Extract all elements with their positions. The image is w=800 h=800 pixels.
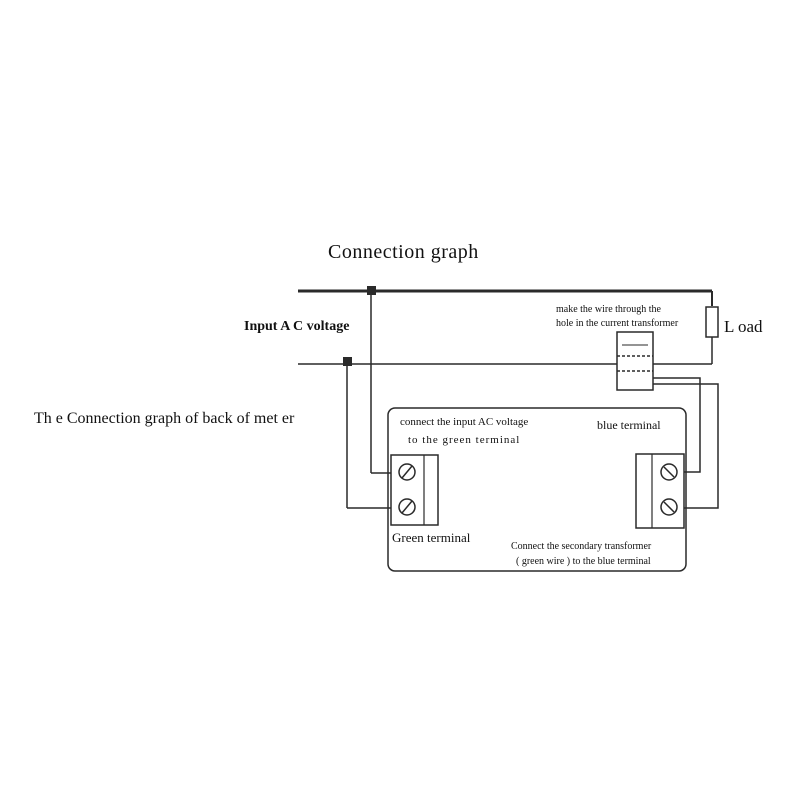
- diagram-title: Connection graph: [328, 241, 479, 263]
- green-terminal-block: [390, 454, 439, 526]
- blue-terminal-block: [635, 453, 685, 529]
- green-terminal-note-line-2: to the green terminal: [408, 434, 520, 446]
- green-terminal-label: Green terminal: [392, 530, 471, 545]
- ct-note-line-1: make the wire through the: [556, 304, 662, 315]
- blue-terminal-label: blue terminal: [597, 418, 661, 432]
- ct-secondary-wire-2: [653, 383, 719, 509]
- current-transformer: [616, 331, 654, 391]
- green-terminal-note-line-1: connect the input AC voltage: [400, 416, 528, 428]
- meter-back-panel: [387, 407, 687, 572]
- back-of-meter-label: Th e Connection graph of back of met er: [34, 410, 295, 427]
- ct-secondary-wire-1: [653, 377, 701, 473]
- screw-slot: [401, 500, 413, 514]
- neutral-junction: [343, 357, 352, 366]
- secondary-note-line-1: Connect the secondary transformer: [511, 541, 652, 552]
- load-resistor: [705, 306, 719, 338]
- secondary-note-line-2: ( green wire ) to the blue terminal: [516, 556, 651, 567]
- ct-note-line-2: hole in the current transformer: [556, 318, 679, 329]
- screw-slot: [663, 466, 675, 478]
- load-label: L oad: [724, 317, 763, 336]
- live-junction: [367, 286, 376, 295]
- screw-slot: [401, 465, 413, 479]
- input-voltage-label: Input A C voltage: [244, 319, 349, 334]
- screw-slot: [663, 501, 675, 513]
